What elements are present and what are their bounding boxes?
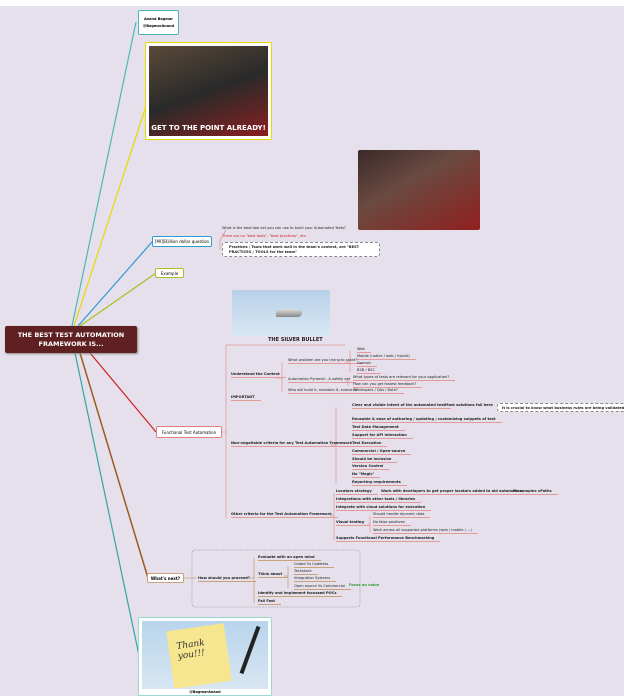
- cloud-node[interactable]: Integrate with cloud solutions for execu…: [336, 505, 432, 511]
- pen-icon: [239, 625, 261, 675]
- criteria-item[interactable]: No "Magic": [352, 472, 381, 478]
- author-name: Anand Bagmar: [143, 17, 174, 21]
- criteria-item[interactable]: Test Data Management: [352, 425, 405, 431]
- who-item[interactable]: Developers / QAs / Both?: [353, 388, 404, 394]
- fail-here-node[interactable]: Most solutions fail here: [445, 403, 493, 407]
- bullet-icon: [276, 309, 302, 317]
- visual-node[interactable]: Visual testing: [336, 520, 370, 526]
- fail-fast-node[interactable]: Fail Fast: [258, 599, 281, 605]
- top-bar: [0, 0, 624, 6]
- silver-bullet-image: [232, 290, 330, 336]
- criteria-item[interactable]: Should be inclusive: [352, 457, 398, 463]
- crucial-note[interactable]: It is crucial to know what business rule…: [497, 403, 624, 412]
- meme-caption: GET TO THE POINT ALREADY!: [151, 124, 266, 132]
- question-node[interactable]: [MI][B]illion dollar question: [152, 236, 212, 247]
- problem-item[interactable]: Web: [357, 347, 371, 353]
- context-node[interactable]: Understand the Context: [231, 372, 286, 378]
- question-answer[interactable]: There are no "best tools", "best practic…: [222, 234, 307, 238]
- meme-picard-image: GET TO THE POINT ALREADY!: [149, 46, 268, 136]
- criteria-item[interactable]: Version Control: [352, 464, 390, 470]
- silver-bullet-title: THE SILVER BULLET: [268, 337, 323, 343]
- problem-item[interactable]: B2B / B2C: [357, 368, 381, 374]
- criteria-item[interactable]: Test Execution: [352, 441, 388, 447]
- poc-node[interactable]: Identify and implement focussed POCs: [258, 591, 343, 597]
- problem-item[interactable]: Mobile (native / web / hybrid): [357, 354, 416, 360]
- who-node[interactable]: Who will build it, maintain it, evolve i…: [288, 388, 364, 394]
- other-node[interactable]: Other criteria for the Test Automation F…: [231, 512, 338, 518]
- locators-node[interactable]: Locators strategy: [336, 489, 378, 495]
- meme-picard-node[interactable]: GET TO THE POINT ALREADY!: [145, 42, 272, 140]
- pyramid-item[interactable]: What types of tests are relevant for you…: [353, 375, 456, 381]
- example-node[interactable]: Example: [155, 268, 184, 278]
- root-node[interactable]: THE BEST TEST AUTOMATION FRAMEWORK IS...: [5, 326, 137, 353]
- problem-item[interactable]: Domain: [357, 361, 377, 367]
- facepalm-image: [358, 150, 480, 230]
- nonneg-node[interactable]: Non-negotiable criteria for any Test Aut…: [231, 441, 359, 447]
- locators-sub[interactable]: Work with developers to get proper locat…: [381, 489, 529, 495]
- criteria-item[interactable]: Clear and visible intent of the automate…: [352, 403, 452, 409]
- visual-item[interactable]: Should handle dynamic data: [373, 512, 431, 518]
- evaluate-node[interactable]: Evaluate with an open mind: [258, 555, 321, 561]
- sticky-note: Thank you!!!: [166, 623, 232, 689]
- visual-item[interactable]: Work across all supported platforms (web…: [373, 528, 478, 534]
- think-item[interactable]: Techstack: [294, 569, 318, 575]
- criteria-item[interactable]: Support for API interaction: [352, 433, 413, 439]
- important-node[interactable]: IMPORTANT: [231, 395, 261, 401]
- author-handle: @BagmarAnand: [142, 24, 175, 28]
- functional-node[interactable]: Functional Test Automation: [156, 426, 222, 438]
- problem-node[interactable]: What problem are you trying to solve?: [288, 358, 364, 364]
- author-node[interactable]: Anand Bagmar @BagmarAnand: [138, 10, 179, 35]
- question-text[interactable]: What is the best tool set you can use to…: [222, 226, 346, 230]
- integrations-node[interactable]: Integrations with other tools / librarie…: [336, 497, 422, 503]
- proceed-node[interactable]: How should you proceed?: [198, 576, 256, 582]
- question-note[interactable]: Practices / Tools that work well in the …: [222, 242, 380, 257]
- criteria-item[interactable]: Commercial / Open-source: [352, 449, 412, 455]
- think-node[interactable]: Think about: [258, 572, 289, 578]
- think-item[interactable]: Integration Systems: [294, 576, 337, 582]
- think-item[interactable]: Open source Vs Commercial: [294, 584, 351, 590]
- thank-you-image: Thank you!!!: [142, 621, 268, 689]
- perf-node[interactable]: Supports Functional Performance Benchmar…: [336, 536, 441, 542]
- visual-item[interactable]: No false positives: [373, 520, 411, 526]
- whats-next-node[interactable]: What's next?: [147, 573, 184, 583]
- criteria-item[interactable]: Reusable & ease of authoring / updating …: [352, 417, 502, 423]
- pyramid-node[interactable]: Automation Pyramid - A safety net: [288, 377, 357, 383]
- thank-you-credit: @BagmarAnand: [189, 690, 221, 694]
- focus-value-node[interactable]: Focus on value: [349, 583, 380, 587]
- pyramid-item[interactable]: How can you get fastest feedback?: [353, 382, 423, 388]
- thank-you-node[interactable]: Thank you!!! @BagmarAnand: [138, 617, 272, 696]
- xpaths-node[interactable]: No complex xPaths: [513, 489, 558, 495]
- criteria-item[interactable]: Reporting requirements: [352, 480, 407, 486]
- think-item[interactable]: Coded Vs Codeless: [294, 562, 335, 568]
